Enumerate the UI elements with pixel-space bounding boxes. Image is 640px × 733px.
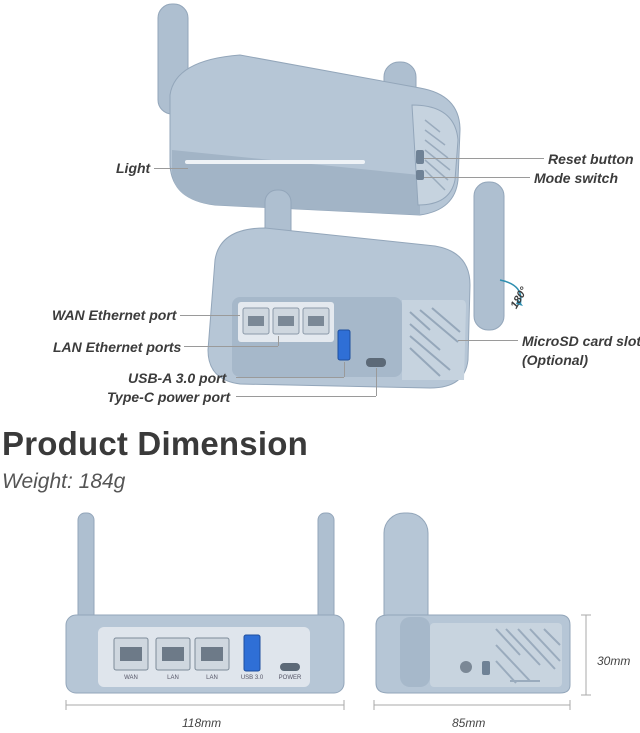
width-dimension: 118mm [182,716,222,730]
usb-port-label: USB-A 3.0 port [128,370,227,386]
microsd-leader [458,340,518,341]
microsd-label: MicroSD card slot [522,333,640,349]
typec-port-label: Type-C power port [107,389,231,405]
usb-port-text: USB 3.0 [240,675,264,681]
lan2-port-text: LAN [206,675,218,681]
lan-leader [184,346,278,347]
page-title: Product Dimension [2,425,308,462]
reset-button-label: Reset button [548,151,634,167]
weight-label: Weight: 184g [2,470,126,493]
typec-leader-v [376,368,377,396]
depth-dimension: 85mm [452,716,486,730]
height-dimension: 30mm [597,654,631,668]
router-front-view-illustration [65,512,591,710]
microsd-optional-label: (Optional) [522,352,589,368]
light-label: Light [116,160,151,176]
usb-leader-v [344,362,345,377]
lan1-port-text: LAN [167,675,179,681]
wan-port-text: WAN [124,675,138,681]
router-top-view-illustration [157,3,523,389]
usb-leader [236,377,344,378]
light-leader [154,168,188,169]
reset-leader [424,158,544,159]
typec-leader [236,396,376,397]
lan-ports-label: LAN Ethernet ports [53,339,182,355]
wan-port-label: WAN Ethernet port [52,307,177,323]
power-port-text: POWER [278,675,302,681]
mode-switch-label: Mode switch [534,170,619,186]
wan-leader [180,315,240,316]
mode-leader [424,177,530,178]
lan-leader-v [278,336,279,346]
